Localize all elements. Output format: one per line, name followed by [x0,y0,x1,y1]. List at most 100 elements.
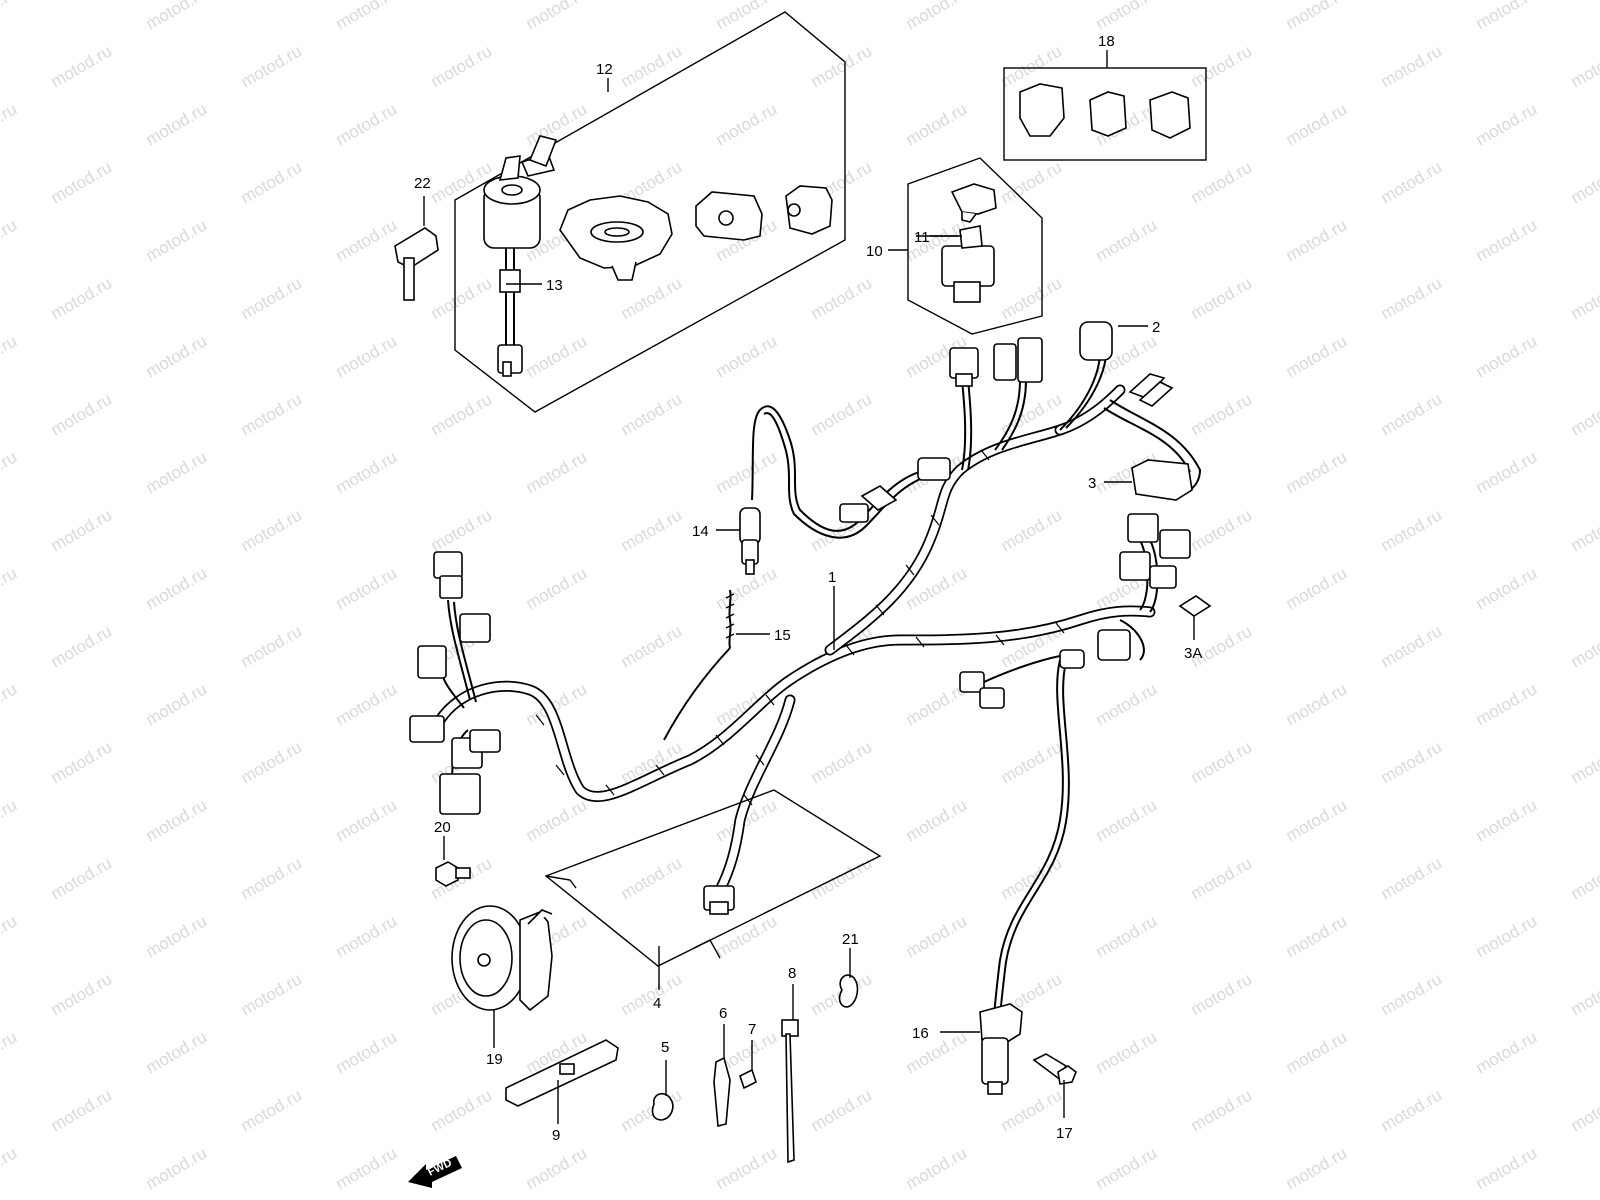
watermark-text: motod.ru [1473,447,1541,497]
watermark-text: motod.ru [1378,737,1446,787]
watermark-text: motod.ru [1473,679,1541,729]
watermark-text: motod.ru [903,911,971,961]
seat-lock-cover [695,191,763,241]
callout-14: 14 [692,523,709,540]
watermark-text: motod.ru [333,795,401,845]
callout-3: 3 [1088,475,1096,492]
part-9-strap [505,1039,619,1124]
watermark-text: motod.ru [618,273,686,323]
part-3-relay [1131,459,1193,501]
watermark-text: motod.ru [143,911,211,961]
callout-labels: 1 2 3 3A 4 5 6 7 8 9 10 11 12 13 14 15 1… [414,33,1202,1144]
watermark-text: motod.ru [1473,1143,1541,1193]
watermark-text: motod.ru [48,1085,116,1135]
watermark-text: motod.ru [618,505,686,555]
watermark-text: motod.ru [143,99,211,149]
connector-top-2 [993,337,1043,383]
watermark-text: motod.ru [1378,41,1446,91]
watermark-text: motod.ru [1568,1085,1600,1135]
watermark-text: motod.ru [713,331,781,381]
watermark-text: motod.ru [48,41,116,91]
watermark-text: motod.ru [428,389,496,439]
watermark-text: motod.ru [998,157,1066,207]
watermark-text: motod.ru [1093,1027,1161,1077]
watermark-text: motod.ru [998,505,1066,555]
watermark-text: motod.ru [1568,273,1600,323]
watermark-text: motod.ru [1378,621,1446,671]
watermark-text: motod.ru [808,853,876,903]
watermark-text: motod.ru [523,447,591,497]
watermark-text: motod.ru [1188,1085,1256,1135]
watermark-text: motod.ru [1473,0,1541,33]
watermark-text: motod.ru [1473,563,1541,613]
watermark-text: motod.ru [238,969,306,1019]
watermark-text: motod.ru [1093,795,1161,845]
watermark-text: motod.ru [1283,0,1351,33]
watermark-text: motod.ru [1188,41,1256,91]
connector-top-3 [1079,321,1113,361]
watermark-text: motod.ru [428,273,496,323]
watermark-text: motod.ru [523,1143,591,1193]
watermark-text: motod.ru [238,621,306,671]
watermark-text: motod.ru [1093,215,1161,265]
harness-tape-mark [655,764,665,776]
connector-bank-right [959,513,1191,709]
watermark-text: motod.ru [1093,679,1161,729]
watermark-text: motod.ru [808,41,876,91]
part-16-sensor [940,1003,1023,1095]
part-17-bolt [1032,1053,1077,1118]
watermark-text: motod.ru [1283,331,1351,381]
callout-22: 22 [414,175,431,192]
watermark-text: motod.ru [713,911,781,961]
callout-4: 4 [653,995,661,1012]
harness-tape-mark [715,734,725,746]
part-14-brake-switch [716,507,761,575]
watermark-text: motod.ru [1283,911,1351,961]
watermark-text: motod.ru [0,563,20,613]
part-12-lock-set-box [454,11,846,413]
harness-tape-mark [535,714,545,726]
part-22-key [394,196,439,301]
fuel-cap [559,195,673,281]
callout-3a: 3A [1184,645,1202,662]
callout-8: 8 [788,965,796,982]
part-18-relay-box [1003,50,1207,161]
watermark-text: motod.ru [143,1143,211,1193]
watermark-text: motod.ru [0,99,20,149]
watermark-text: motod.ru [998,853,1066,903]
watermark-text: motod.ru [1283,447,1351,497]
watermark-text: motod.ru [1093,1143,1161,1193]
watermark-text: motod.ru [808,273,876,323]
watermark-text: motod.ru [0,1143,20,1193]
watermark-text: motod.ru [238,157,306,207]
part-15-spring [663,589,770,741]
watermark-text: motod.ru [143,563,211,613]
watermark-text: motod.ru [1473,99,1541,149]
part-19-horn [451,905,553,1048]
watermark-text: motod.ru [903,99,971,149]
watermark-text: motod.ru [333,911,401,961]
watermark-text: motod.ru [0,679,20,729]
watermark-text: motod.ru [1188,273,1256,323]
watermark-text: motod.ru [1283,1027,1351,1077]
watermark-text: motod.ru [523,0,591,33]
watermark-text: motod.ru [1568,505,1600,555]
watermark-text: motod.ru [48,505,116,555]
watermark-text: motod.ru [238,737,306,787]
leader-lines [506,235,1148,650]
watermark-text: motod.ru [1283,215,1351,265]
harness-tape-mark [995,634,1005,646]
watermark-text: motod.ru [1188,853,1256,903]
watermark-text: motod.ru [998,273,1066,323]
part-5-clamp [651,1060,674,1121]
watermark-text: motod.ru [0,0,20,33]
watermark-text: motod.ru [333,331,401,381]
watermark-text: motod.ru [238,273,306,323]
watermark-text: motod.ru [238,41,306,91]
watermark-text: motod.ru [0,1027,20,1077]
watermark-text: motod.ru [998,1085,1066,1135]
watermark-text: motod.ru [1568,969,1600,1019]
watermark-text: motod.ru [1473,331,1541,381]
part-1-wiring-harness [434,351,1202,1031]
part-4-plate [544,789,882,990]
